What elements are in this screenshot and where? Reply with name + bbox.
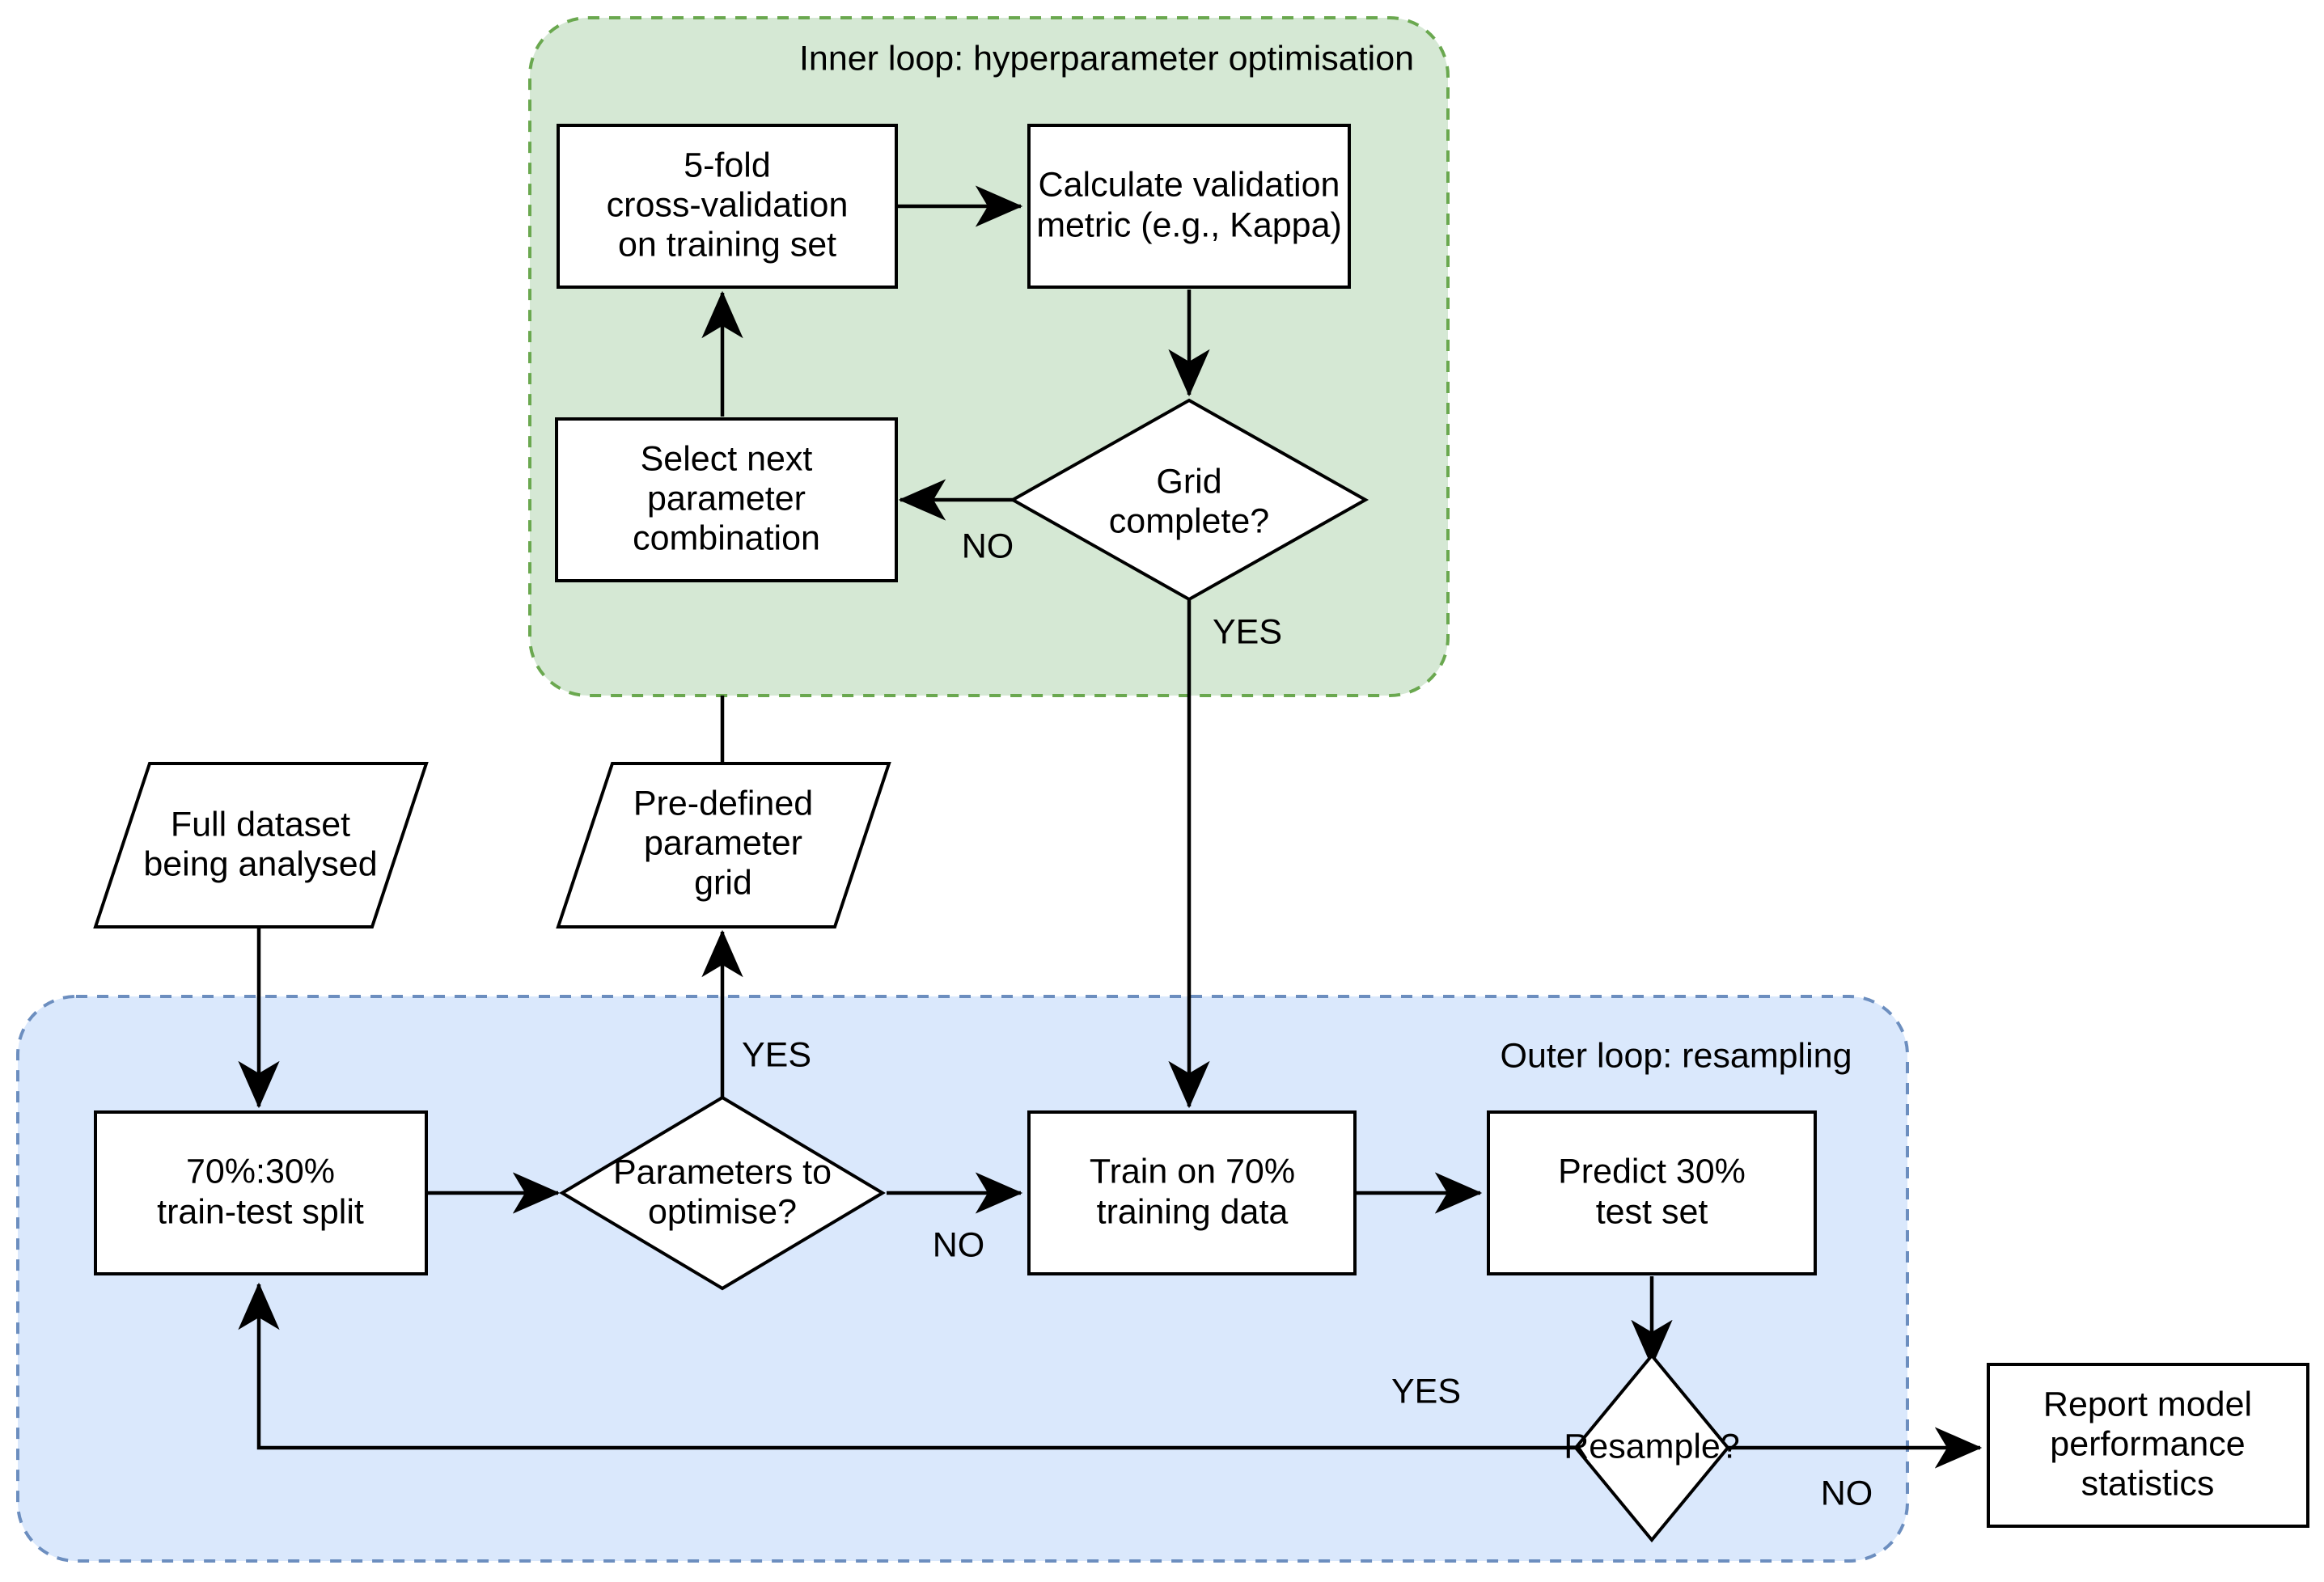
node-predict-test-set-line-2: test set: [1596, 1192, 1708, 1231]
node-parameter-grid-line-1: Pre-defined: [633, 784, 813, 823]
node-resample[interactable]: Resample?: [1564, 1352, 1740, 1543]
node-train-model-line-2: training data: [1097, 1192, 1289, 1231]
node-predict-test-set[interactable]: Predict 30% test set: [1487, 1110, 1817, 1275]
node-select-next-parameter-line-3: combination: [633, 518, 820, 557]
node-select-next-parameter-line-1: Select next: [641, 439, 813, 478]
node-cross-validation-line-3: on training set: [618, 225, 836, 264]
node-full-dataset-shape: [93, 762, 429, 928]
node-calculate-metric-shape: [1027, 124, 1351, 289]
node-parameters-to-optimise-line-2: optimise?: [648, 1192, 797, 1231]
edge-label-resample-yes: YES: [1391, 1372, 1461, 1411]
group-outer-loop-label: Outer loop: resampling: [1501, 1036, 1852, 1075]
edge-label-resample-no: NO: [1821, 1474, 1873, 1512]
node-grid-complete-line-1: Grid: [1156, 462, 1221, 501]
node-parameter-grid-line-3: grid: [694, 863, 752, 902]
group-inner-loop-label: Inner loop: hyperparameter optimisation: [799, 39, 1414, 78]
edge-resample-yes-feedback: [238, 1282, 1579, 1450]
node-train-test-split[interactable]: 70%:30% train-test split: [94, 1110, 428, 1275]
node-grid-complete-shape: [1009, 398, 1369, 602]
node-predict-test-set-line-1: Predict 30%: [1558, 1152, 1746, 1191]
node-calculate-metric[interactable]: Calculate validation metric (e.g., Kappa…: [1027, 124, 1351, 289]
node-parameters-to-optimise[interactable]: Parameters to optimise?: [559, 1095, 886, 1291]
node-parameter-grid-shape: [556, 762, 891, 928]
node-select-next-parameter[interactable]: Select next parameter combination: [555, 417, 898, 582]
node-cross-validation-shape: [557, 124, 898, 289]
edge-label-parameters-no: NO: [933, 1225, 985, 1264]
edge-label-grid-complete-no: NO: [962, 527, 1014, 565]
node-calculate-metric-line-1: Calculate validation: [1039, 165, 1340, 204]
node-full-dataset-line-1: Full dataset: [171, 805, 350, 844]
node-resample-shape: [1573, 1352, 1730, 1543]
node-parameters-to-optimise-shape: [559, 1095, 886, 1291]
group-outer-loop: [16, 995, 1909, 1563]
edge-label-parameters-yes: YES: [742, 1035, 811, 1074]
node-predict-test-set-shape: [1487, 1110, 1817, 1275]
node-full-dataset-line-2: being analysed: [143, 844, 377, 883]
node-train-test-split-line-1: 70%:30%: [186, 1152, 335, 1191]
edge-label-grid-complete-yes: YES: [1213, 612, 1282, 651]
node-full-dataset[interactable]: Full dataset being analysed: [93, 762, 429, 928]
node-select-next-parameter-shape: [555, 417, 898, 582]
node-report-statistics-shape: [1987, 1363, 2309, 1528]
node-report-statistics-line-2: performance: [2050, 1424, 2245, 1463]
node-train-test-split-line-2: train-test split: [157, 1192, 364, 1231]
node-report-statistics[interactable]: Report model performance statistics: [1987, 1363, 2309, 1528]
node-grid-complete[interactable]: Grid complete?: [1009, 398, 1369, 602]
node-calculate-metric-line-2: metric (e.g., Kappa): [1036, 205, 1342, 244]
node-parameter-grid[interactable]: Pre-defined parameter grid: [556, 762, 891, 928]
node-report-statistics-line-3: statistics: [2081, 1464, 2215, 1503]
node-train-model-line-1: Train on 70%: [1090, 1152, 1295, 1191]
node-train-model[interactable]: Train on 70% training data: [1027, 1110, 1357, 1275]
group-inner-loop: [528, 16, 1450, 697]
node-parameter-grid-line-2: parameter: [644, 823, 802, 862]
node-cross-validation-line-1: 5-fold: [684, 146, 771, 184]
node-parameters-to-optimise-line-1: Parameters to: [613, 1153, 832, 1191]
node-report-statistics-line-1: Report model: [2043, 1385, 2252, 1423]
node-select-next-parameter-line-2: parameter: [647, 479, 806, 518]
node-train-test-split-shape: [94, 1110, 428, 1275]
node-train-model-shape: [1027, 1110, 1357, 1275]
node-resample-line-1: Resample?: [1564, 1427, 1740, 1466]
node-cross-validation[interactable]: 5-fold cross-validation on training set: [557, 124, 898, 289]
node-grid-complete-line-2: complete?: [1109, 501, 1269, 540]
node-cross-validation-line-2: cross-validation: [607, 185, 849, 224]
